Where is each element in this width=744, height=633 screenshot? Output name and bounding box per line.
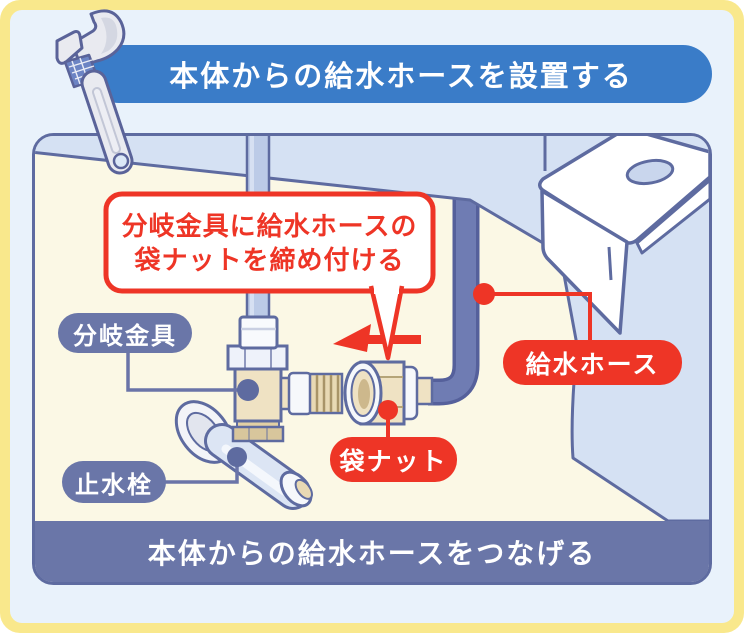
page-title: 本体からの給水ホースを設置する bbox=[169, 61, 633, 93]
callout-bubble bbox=[103, 191, 436, 361]
threaded-outlet bbox=[308, 372, 344, 415]
label-supply-hose: 給水ホース bbox=[503, 340, 682, 385]
label-cap-nut: 袋ナット bbox=[330, 437, 457, 482]
header-pill bbox=[90, 45, 712, 103]
caption-text: 本体からの給水ホースをつなげる bbox=[147, 537, 597, 569]
caption-bar bbox=[35, 521, 709, 582]
stop-valve-pointer-dot bbox=[227, 447, 247, 467]
callout-line-1: 分岐金具に給水ホースの bbox=[121, 210, 418, 241]
supply-hose-curve bbox=[428, 150, 480, 406]
branch-fitting-pointer-dot bbox=[237, 379, 259, 401]
machine-body bbox=[538, 136, 709, 335]
label-stop-valve: 止水栓 bbox=[62, 461, 166, 503]
wrench-icon bbox=[55, 9, 134, 175]
label-branch-fitting: 分岐金具 bbox=[58, 313, 192, 353]
cap-nut-pointer-dot bbox=[378, 400, 398, 420]
supply-hose-pointer-dot bbox=[473, 283, 495, 305]
callout-text: 分岐金具に給水ホースの 袋ナットを締め付ける bbox=[106, 196, 433, 289]
tank-hole bbox=[625, 158, 675, 186]
wrench-handle-hole bbox=[112, 152, 130, 170]
callout-line-2: 袋ナットを締め付ける bbox=[134, 244, 405, 275]
branch-fitting-body bbox=[226, 315, 344, 443]
